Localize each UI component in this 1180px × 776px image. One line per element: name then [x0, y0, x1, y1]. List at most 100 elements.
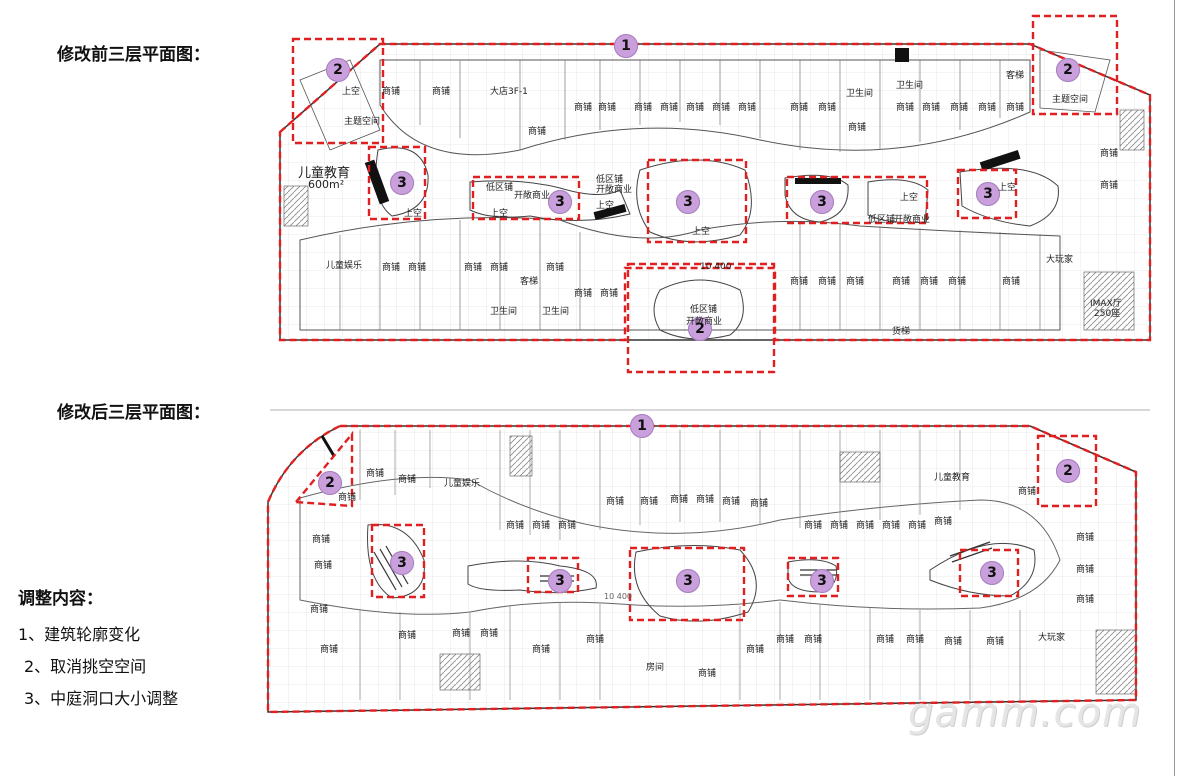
after-marker-2-ne: 2: [1056, 459, 1080, 483]
after-shop-14: 商铺: [722, 497, 741, 507]
before-marker-3-c: 3: [676, 190, 700, 214]
after-shop-37: 商铺: [944, 637, 963, 647]
before-label-void-center: 上空: [692, 227, 711, 237]
after-shop-28: 商铺: [480, 629, 499, 639]
before-marker-3-e: 3: [976, 182, 1000, 206]
after-shop-32: 商铺: [746, 645, 765, 655]
before-shop-22: 商铺: [408, 263, 427, 273]
after-shop-20: 商铺: [908, 521, 927, 531]
before-marker-3-a: 3: [390, 171, 414, 195]
after-shop-9: 商铺: [558, 521, 577, 531]
before-shop-30: 商铺: [846, 277, 865, 287]
after-shop-5: 商铺: [314, 561, 333, 571]
after-marker-3-e: 3: [980, 561, 1004, 585]
after-label-room: 房间: [646, 663, 665, 673]
after-shop-18: 商铺: [856, 521, 875, 531]
after-shop-23: 商铺: [1076, 533, 1095, 543]
before-plan-heading: 修改前三层平面图：: [57, 45, 210, 65]
before-label-kids-edu-area: 600m²: [308, 178, 345, 191]
before-shop-5: 商铺: [598, 103, 617, 113]
note-item-3: 3、中庭洞口大小调整: [24, 689, 179, 708]
before-label-lift: 客梯: [520, 277, 539, 287]
before-shop-20: 商铺: [1100, 181, 1119, 191]
before-shop-7: 商铺: [660, 103, 679, 113]
before-shop-16: 商铺: [950, 103, 969, 113]
after-shop-15: 商铺: [750, 499, 769, 509]
after-marker-3-b: 3: [548, 569, 572, 593]
after-shop-17: 商铺: [830, 521, 849, 531]
after-shop-29: 商铺: [320, 645, 339, 655]
before-label-wc-a: 卫生间: [846, 89, 874, 99]
after-shop-35: 商铺: [876, 635, 895, 645]
after-shop-3: 商铺: [338, 493, 357, 503]
before-label-wc-d: 卫生间: [542, 307, 570, 317]
after-plan-heading: 修改后三层平面图：: [57, 403, 210, 423]
after-marker-2-nw: 2: [318, 471, 342, 495]
notes-title: 调整内容：: [18, 589, 103, 609]
before-label-low-zone-b: 低区铺: [596, 175, 624, 185]
before-label-open-biz-d: 开敞商业: [686, 317, 723, 327]
note-item-1: 1、建筑轮廓变化: [18, 625, 141, 644]
before-marker-3-d: 3: [810, 190, 834, 214]
before-plan: [278, 14, 1152, 374]
after-shop-16: 商铺: [804, 521, 823, 531]
after-shop-8: 商铺: [532, 521, 551, 531]
after-shop-21: 商铺: [934, 517, 953, 527]
after-shop-34: 商铺: [804, 635, 823, 645]
before-label-theme-nw: 主题空间: [344, 117, 381, 127]
before-label-void-nw: 上空: [342, 87, 361, 97]
after-plan: [266, 409, 1150, 714]
before-shop-31: 商铺: [892, 277, 911, 287]
before-label-cinema-seats: 250座: [1094, 309, 1121, 319]
before-shop-12: 商铺: [818, 103, 837, 113]
before-shop-6: 商铺: [634, 103, 653, 113]
note-item-2: 2、取消挑空空间: [24, 657, 147, 676]
before-label-low-zone-a: 低区铺: [486, 183, 514, 193]
after-shop-31: 商铺: [586, 635, 605, 645]
before-label-cinema: IMAX厅: [1090, 299, 1122, 309]
before-shop-17: 商铺: [978, 103, 997, 113]
after-shop-13: 商铺: [696, 495, 715, 505]
after-label-kids-edu: 儿童教育: [934, 473, 971, 483]
after-shop-36: 商铺: [906, 635, 925, 645]
after-label-big-play: 大玩家: [1038, 633, 1066, 643]
after-shop-7: 商铺: [506, 521, 525, 531]
page-right-border: [1174, 0, 1175, 776]
before-label-void-e: 上空: [998, 183, 1017, 193]
after-shop-22: 商铺: [1018, 487, 1037, 497]
before-label-kids-play: 儿童娱乐: [326, 261, 363, 271]
before-shop-27: 商铺: [600, 289, 619, 299]
before-label-open-biz-a: 开敞商业: [514, 191, 551, 201]
before-label-cargo: 货梯: [892, 327, 911, 337]
after-shop-33: 商铺: [776, 635, 795, 645]
before-shop-23: 商铺: [464, 263, 483, 273]
watermark: gamm.com: [908, 690, 1142, 736]
before-shop-34: 商铺: [1002, 277, 1021, 287]
after-shop-6: 商铺: [310, 605, 329, 615]
before-shop-2: 商铺: [432, 87, 451, 97]
before-shop-29: 商铺: [818, 277, 837, 287]
after-shop-19: 商铺: [882, 521, 901, 531]
before-shop-33: 商铺: [948, 277, 967, 287]
after-shop-1: 商铺: [366, 469, 385, 479]
after-shop-26: 商铺: [398, 631, 417, 641]
before-shop-4: 商铺: [574, 103, 593, 113]
before-shop-28: 商铺: [790, 277, 809, 287]
after-shop-2: 商铺: [398, 475, 417, 485]
before-label-low-zone-d: 低区铺: [690, 305, 718, 315]
after-label-kids-play: 儿童娱乐: [444, 479, 481, 489]
before-shop-3: 商铺: [528, 127, 547, 137]
before-shop-18: 商铺: [1006, 103, 1025, 113]
after-shop-24: 商铺: [1076, 565, 1095, 575]
after-shop-10: 商铺: [606, 497, 625, 507]
after-shop-12: 商铺: [670, 495, 689, 505]
before-label-wc-b: 卫生间: [896, 81, 924, 91]
before-label-open-biz-c: 开敞商业: [894, 215, 931, 225]
before-label-void-d: 上空: [900, 193, 919, 203]
before-shop-13: 商铺: [848, 123, 867, 133]
before-label-lift-b: 客梯: [1006, 71, 1025, 81]
after-label-dim: 10 400: [604, 592, 632, 601]
before-marker-3-b: 3: [548, 190, 572, 214]
before-label-big-play: 大玩家: [1046, 255, 1074, 265]
before-label-void-a: 上空: [404, 209, 423, 219]
